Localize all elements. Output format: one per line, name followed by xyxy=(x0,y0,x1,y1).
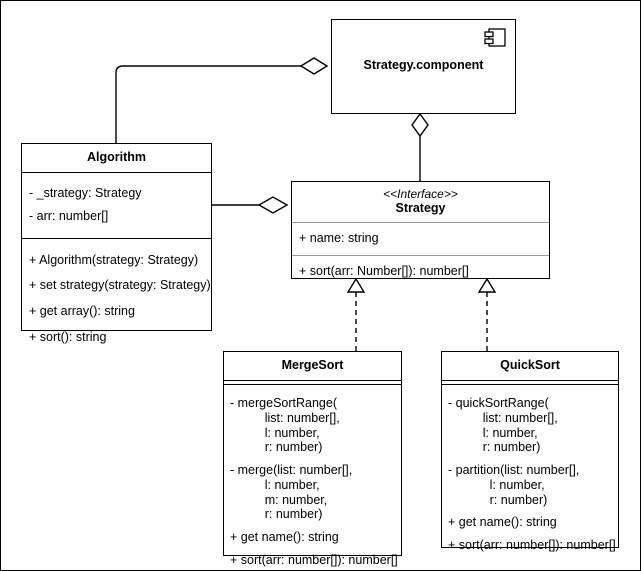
quicksort-operation: + get name(): string xyxy=(448,515,557,530)
class-box-quicksort[interactable]: QuickSort - quickSortRange( list: number… xyxy=(441,351,619,552)
algorithm-operation: + get array(): string xyxy=(29,304,135,318)
strategy-attributes-compartment: + name: string xyxy=(292,222,549,255)
quicksort-attributes-compartment xyxy=(442,380,618,384)
quicksort-operations-compartment: - quickSortRange( list: number[], l: num… xyxy=(442,384,618,561)
relationship-quicksort-to-strategy xyxy=(477,277,497,351)
algorithm-title: Algorithm xyxy=(86,150,147,164)
relationship-component-to-strategy xyxy=(411,112,429,181)
class-box-algorithm[interactable]: Algorithm - _strategy: Strategy - arr: n… xyxy=(21,143,212,344)
strategy-operations-compartment: + sort(arr: Number[]): number[] xyxy=(292,255,549,288)
quicksort-operation: + sort(arr: number[]): number[] xyxy=(448,538,616,552)
mergesort-operation: + get name(): string xyxy=(230,530,339,544)
relationship-algorithm-to-strategy xyxy=(212,196,289,214)
strategy-title: <<Interface>> Strategy xyxy=(292,182,549,222)
algorithm-attribute: - arr: number[] xyxy=(29,208,109,223)
algorithm-operations-compartment: + Algorithm(strategy: Strategy) + set st… xyxy=(22,237,211,357)
mergesort-title: MergeSort xyxy=(281,358,344,372)
strategy-attribute: + name: string xyxy=(299,231,379,246)
aggregation-diamond-strategy xyxy=(257,196,289,214)
mergesort-operations-compartment: - mergeSortRange( list: number[], l: num… xyxy=(224,384,401,570)
mergesort-operation: - merge(list: number[], l: number, m: nu… xyxy=(230,463,353,522)
quicksort-operation: - quickSortRange( list: number[], l: num… xyxy=(448,396,558,455)
strategy-name: Strategy xyxy=(395,201,446,216)
class-box-mergesort[interactable]: MergeSort - mergeSortRange( list: number… xyxy=(223,351,402,567)
algorithm-operation: + Algorithm(strategy: Strategy) xyxy=(29,252,199,267)
algorithm-attributes-compartment: - _strategy: Strategy - arr: number[] xyxy=(22,172,211,238)
quicksort-operation: - partition(list: number[], l: number, r… xyxy=(448,463,580,507)
algorithm-operation: + set strategy(strategy: Strategy) xyxy=(29,278,211,293)
strategy-stereotype: <<Interface>> xyxy=(383,187,458,201)
relationship-algorithm-to-component xyxy=(115,57,329,143)
aggregation-diamond-component xyxy=(299,57,329,75)
strategy-operation: + sort(arr: Number[]): number[] xyxy=(299,264,469,279)
component-box-strategy-component[interactable]: Strategy.component xyxy=(331,19,516,114)
component-title: Strategy.component xyxy=(363,58,484,72)
quicksort-title: QuickSort xyxy=(500,358,560,372)
algorithm-operation: + sort(): string xyxy=(29,329,107,344)
uml-component-icon xyxy=(484,28,506,47)
interface-box-strategy[interactable]: <<Interface>> Strategy + name: string + … xyxy=(291,181,550,279)
mergesort-attributes-compartment xyxy=(224,380,401,384)
mergesort-operation: + sort(arr: number[]): number[] xyxy=(230,552,398,567)
algorithm-attribute: - _strategy: Strategy xyxy=(29,186,142,200)
mergesort-operation: - mergeSortRange( list: number[], l: num… xyxy=(230,396,340,455)
aggregation-diamond-component-strategy xyxy=(411,112,429,138)
relationship-mergesort-to-strategy xyxy=(346,277,366,351)
